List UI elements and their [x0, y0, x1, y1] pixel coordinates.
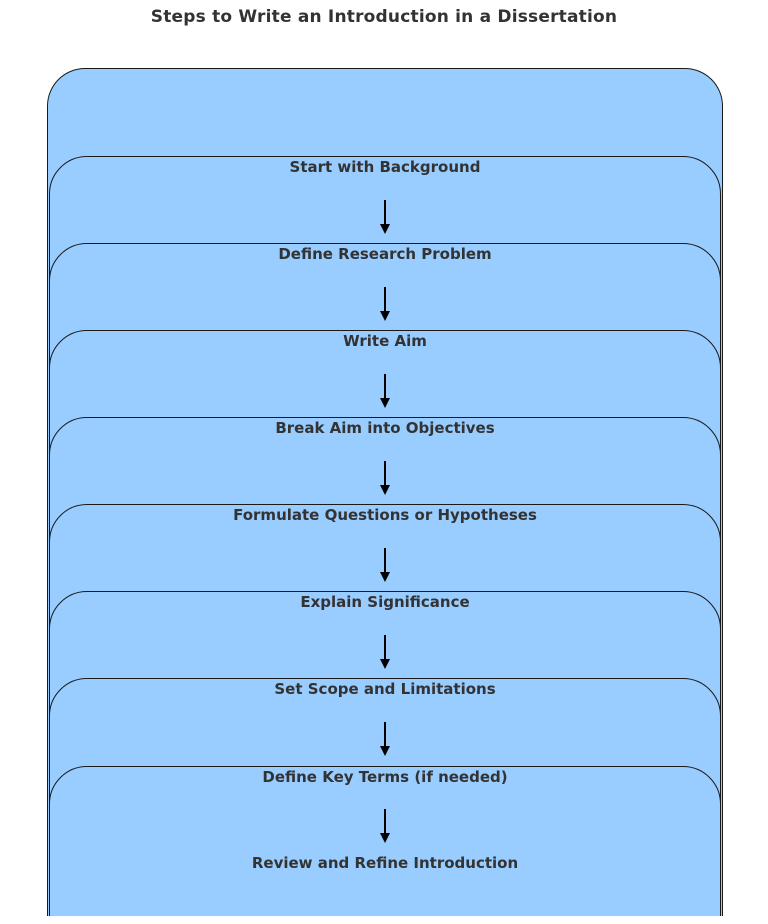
arrow-down-icon [380, 635, 390, 669]
step-label-define-research-problem: Define Research Problem [278, 245, 492, 263]
arrow-down-icon [380, 809, 390, 843]
arrow-shaft [384, 374, 386, 398]
arrow-head [380, 398, 390, 408]
step-label-set-scope-and-limitations: Set Scope and Limitations [274, 680, 496, 698]
arrow-shaft [384, 809, 386, 833]
step-label-write-aim: Write Aim [343, 332, 427, 350]
arrow-head [380, 659, 390, 669]
arrow-shaft [384, 461, 386, 485]
arrow-shaft [384, 722, 386, 746]
arrow-down-icon [380, 287, 390, 321]
step-label-start-with-background: Start with Background [289, 158, 481, 176]
step-label-formulate-questions-hypotheses: Formulate Questions or Hypotheses [233, 506, 537, 524]
arrow-down-icon [380, 461, 390, 495]
arrow-shaft [384, 200, 386, 224]
arrow-head [380, 485, 390, 495]
step-label-define-key-terms: Define Key Terms (if needed) [262, 768, 508, 786]
arrow-down-icon [380, 200, 390, 234]
arrow-shaft [384, 287, 386, 311]
step-label-break-aim-into-objectives: Break Aim into Objectives [275, 419, 495, 437]
arrow-down-icon [380, 374, 390, 408]
arrow-head [380, 311, 390, 321]
arrow-head [380, 746, 390, 756]
step-label-review-and-refine-introduction: Review and Refine Introduction [251, 854, 519, 872]
arrow-head [380, 572, 390, 582]
arrow-down-icon [380, 548, 390, 582]
flow-container: Start with Background Define Research Pr… [47, 68, 723, 916]
arrow-head [380, 224, 390, 234]
arrow-down-icon [380, 722, 390, 756]
step-label-explain-significance: Explain Significance [300, 593, 470, 611]
arrow-shaft [384, 635, 386, 659]
arrow-head [380, 833, 390, 843]
diagram-title: Steps to Write an Introduction in a Diss… [150, 7, 618, 27]
arrow-shaft [384, 548, 386, 572]
